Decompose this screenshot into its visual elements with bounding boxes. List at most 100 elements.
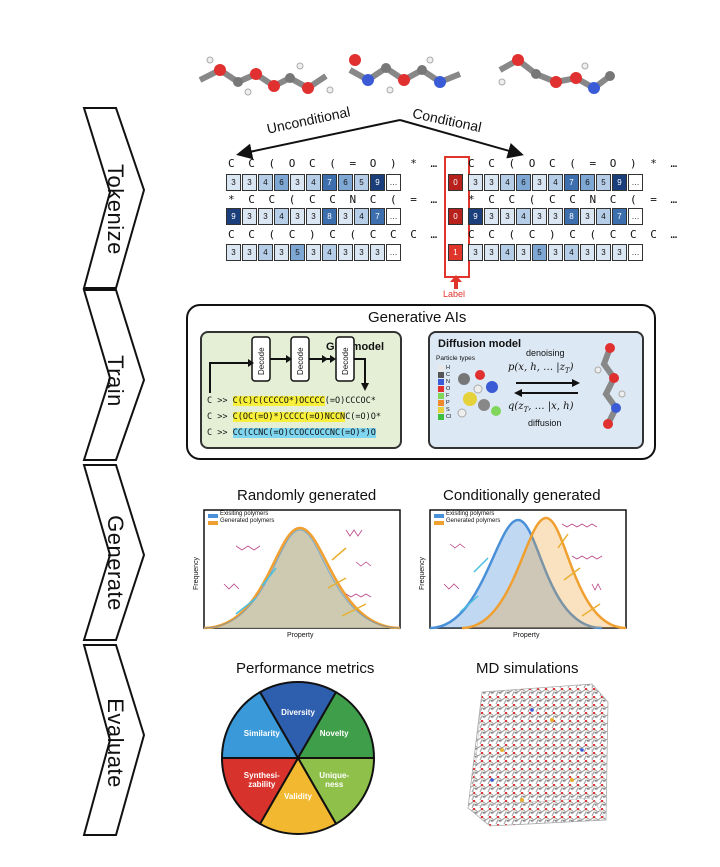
token-cell: 3	[226, 244, 241, 261]
decode-label-1: Decode	[257, 347, 266, 375]
token-cell: 3	[290, 208, 305, 225]
token-cell: 3	[612, 244, 627, 261]
token-cell: 8	[322, 208, 337, 225]
token-cell: 4	[596, 208, 611, 225]
forward-equation: p(x, h, … |zT)	[508, 362, 574, 375]
unconditional-arrow	[236, 119, 401, 160]
token-text-row-2: * C C ( C C N C ( = …	[468, 193, 681, 206]
token-cell: 6	[274, 174, 289, 191]
train-panel	[186, 304, 656, 460]
random-dist-chart	[203, 509, 401, 630]
particle-legend-item: Cl	[438, 413, 451, 420]
cond-legend-generated: Generated polymers	[446, 518, 501, 524]
token-cell: 4	[516, 208, 531, 225]
token-cell: 6	[516, 174, 531, 191]
token-cell: 5	[354, 174, 369, 191]
branch-arrows	[236, 119, 524, 160]
token-cell: 9	[226, 208, 241, 225]
label-caption: Label	[443, 289, 466, 299]
token-cell: 8	[564, 208, 579, 225]
particle-swatch	[438, 392, 444, 399]
token-cell: 3	[548, 244, 563, 261]
molecule-3	[498, 54, 615, 94]
particle-legend-item: C	[438, 371, 451, 378]
particle-label: H	[446, 364, 450, 371]
pie-slice	[258, 755, 338, 835]
token-cell: 4	[564, 244, 579, 261]
pie-slice-label: Synthesi- zability	[243, 770, 280, 789]
token-cell: 3	[290, 174, 305, 191]
metrics-pie	[220, 681, 376, 835]
token-cell: 3	[596, 244, 611, 261]
token-cell: 4	[306, 174, 321, 191]
particle-swatch	[438, 378, 444, 385]
token-cell: 3	[580, 208, 595, 225]
decode-label-2: Decode	[296, 347, 305, 375]
particle-swatch	[438, 385, 444, 392]
token-cell: 4	[500, 244, 515, 261]
random-ylabel: Frequency	[193, 556, 201, 591]
random-legend-generated: Generated polymers	[220, 518, 275, 524]
stage-label-generate: Generate	[103, 515, 128, 611]
token-cell: 3	[468, 244, 483, 261]
token-cell: 4	[354, 208, 369, 225]
particle-label: S	[446, 406, 450, 413]
pie-slice	[258, 681, 338, 760]
token-cell: 3	[354, 244, 369, 261]
molecule-1	[198, 56, 334, 96]
pie-slice-label: Validity	[283, 791, 312, 801]
token-cell: 3	[258, 208, 273, 225]
token-cell: 4	[258, 244, 273, 261]
token-text-row-1: C C ( O C ( = O ) * …	[228, 157, 441, 170]
token-cell: 3	[338, 208, 353, 225]
stage-label-tokenize: Tokenize	[103, 164, 128, 255]
particle-legend-item: P	[438, 399, 451, 406]
token-cell: 4	[322, 244, 337, 261]
token-cell: 3	[532, 174, 547, 191]
pie-slice	[220, 757, 300, 826]
particle-cloud	[457, 370, 501, 418]
particle-label: N	[446, 378, 450, 385]
token-cell: …	[628, 174, 643, 191]
stage-label-train: Train	[103, 355, 128, 407]
particle-swatch	[438, 399, 444, 406]
chevron-generate	[82, 464, 146, 641]
token-cell: 3	[484, 174, 499, 191]
gpt-line-3: C >> CC(CCNC(=O)CCOCCOCCNC(=O)*)O	[207, 428, 376, 438]
token-cell: 3	[500, 208, 515, 225]
token-cell: …	[386, 244, 401, 261]
token-cell: 9	[612, 174, 627, 191]
token-cell: 3	[484, 244, 499, 261]
token-cell: 3	[370, 244, 385, 261]
pie-slice-label: Diversity	[281, 708, 315, 718]
token-cell: …	[628, 244, 643, 261]
token-text-row-1: C C ( O C ( = O ) * …	[468, 157, 681, 170]
molecule-renderings	[198, 54, 615, 96]
token-cell: 5	[290, 244, 305, 261]
random-xlabel: Property	[287, 632, 314, 639]
particle-swatch	[438, 406, 444, 413]
token-cell: 4	[500, 174, 515, 191]
chevron-train	[82, 289, 146, 461]
token-cell: 4	[274, 208, 289, 225]
token-cell: 6	[338, 174, 353, 191]
particle-legend-item: N	[438, 378, 451, 385]
particle-label: Cl	[446, 413, 452, 420]
stage-label-evaluate: Evaluate	[103, 698, 128, 788]
token-cell: 6	[580, 174, 595, 191]
decode-label-3: Decode	[341, 347, 350, 375]
chevron-tokenize	[82, 107, 146, 289]
token-cell: …	[386, 174, 401, 191]
token-text-row-3: C C ( C ) C ( C C C …	[228, 228, 441, 241]
token-cell: 5	[596, 174, 611, 191]
token-cell: 3	[306, 208, 321, 225]
token-cell: 3	[242, 208, 257, 225]
token-cell: 9	[468, 208, 483, 225]
conditional-arrow	[399, 119, 524, 159]
cond-xlabel: Property	[513, 632, 540, 639]
